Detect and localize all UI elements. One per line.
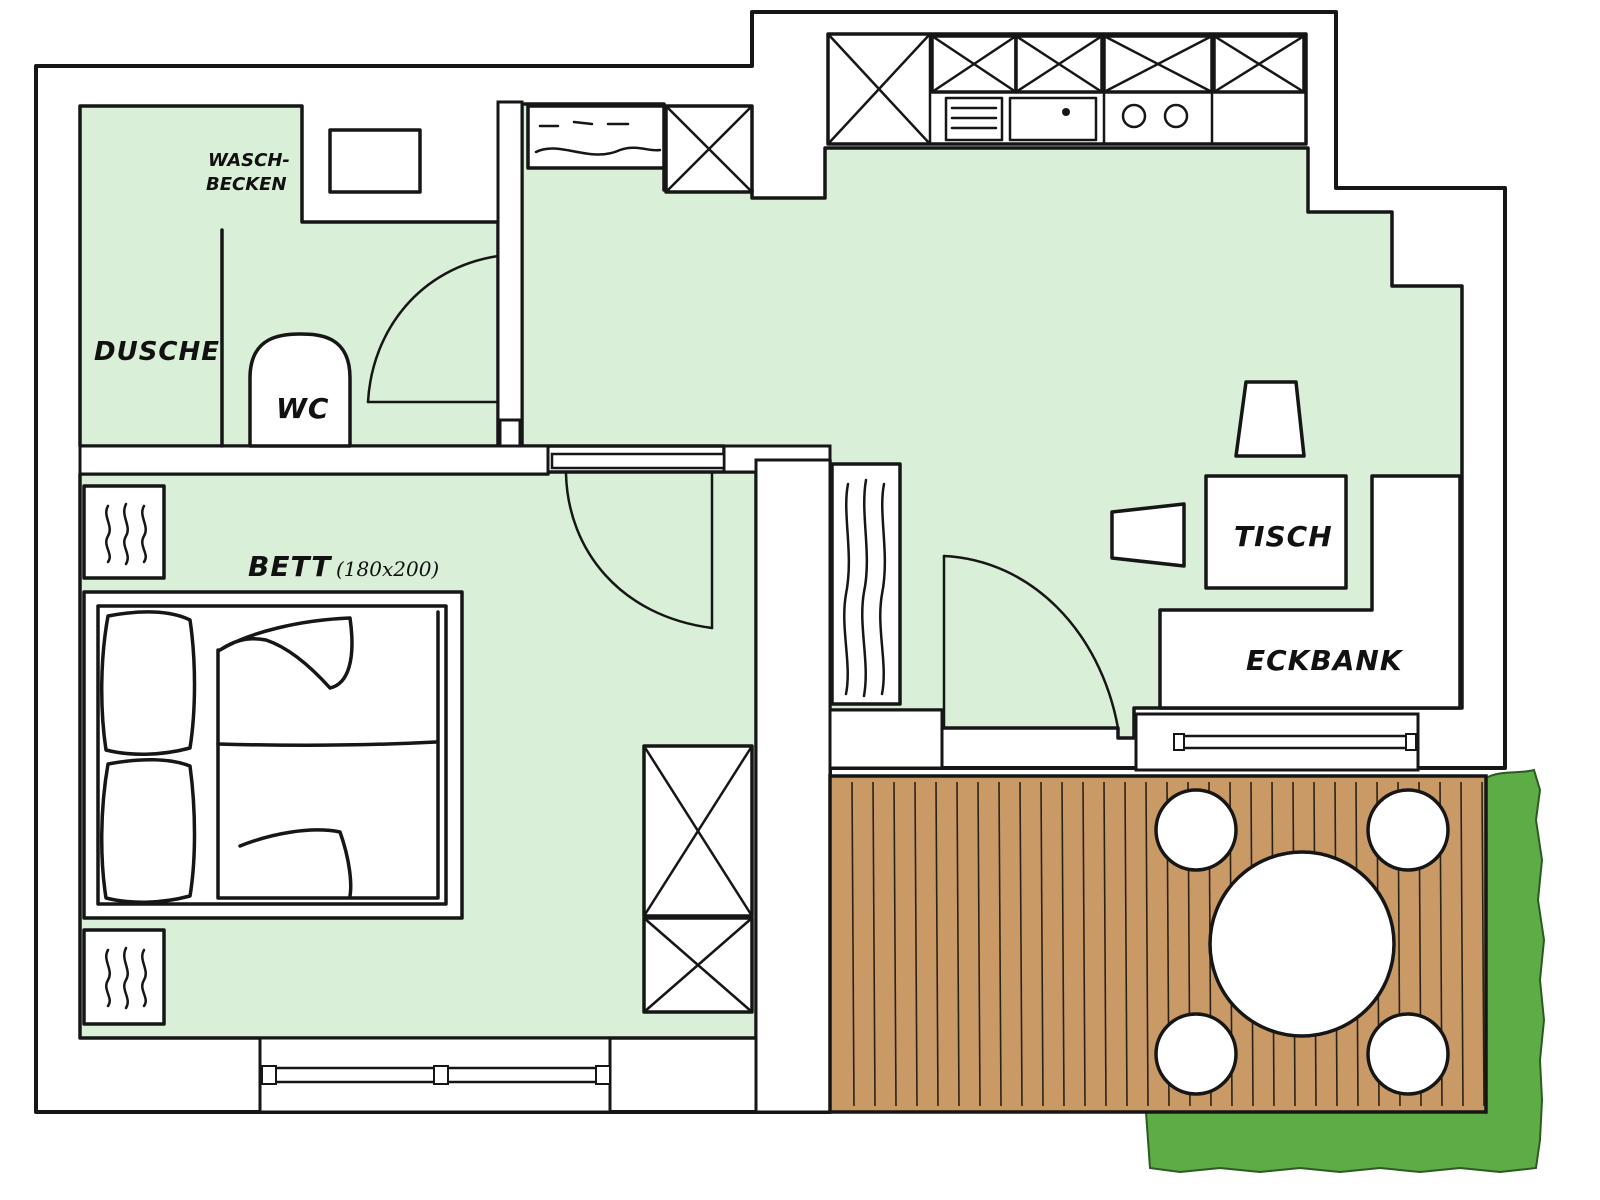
- chair-left: [1110, 502, 1186, 568]
- double-bed: [82, 590, 464, 920]
- door-frame-bath: [498, 418, 522, 448]
- wall-bed-right: [754, 458, 832, 1114]
- stool-bottom-left: [1154, 1012, 1238, 1096]
- bedroom-window: [258, 1036, 612, 1114]
- chair-top: [1234, 380, 1306, 458]
- wc-toilet: [248, 332, 352, 448]
- label-shower: DUSCHE: [94, 337, 220, 367]
- bathroom-door: [366, 254, 500, 404]
- terrace-furniture: [1154, 788, 1450, 1096]
- round-table: [1208, 850, 1396, 1038]
- wall-bath-bed: [78, 444, 550, 476]
- deck-plank: [1124, 781, 1128, 1107]
- bedroom-door: [550, 452, 726, 630]
- deck-plank: [872, 781, 876, 1107]
- sink-icon: [944, 96, 1098, 142]
- deck-plank: [1460, 781, 1464, 1107]
- label-washbasin-1: WASCH-: [208, 150, 290, 171]
- kitchen-shelf: [526, 104, 666, 170]
- pillow-bottom: [100, 758, 197, 904]
- deck-plank: [1481, 781, 1485, 1107]
- blanket: [218, 616, 354, 690]
- deck-plank: [1145, 781, 1149, 1107]
- terrace-door: [942, 554, 1120, 730]
- dining-table: [1204, 474, 1348, 590]
- deck-plank: [914, 781, 918, 1107]
- nightstand-top: [82, 484, 166, 580]
- label-table: TISCH: [1234, 520, 1333, 553]
- deck-plank: [998, 781, 1002, 1107]
- label-bed: BETT: [248, 550, 332, 583]
- stool-bottom-right: [1366, 1012, 1450, 1096]
- deck-plank: [893, 781, 897, 1107]
- deck-plank: [1040, 781, 1044, 1107]
- terrace-window: [1134, 712, 1420, 772]
- deck-plank: [851, 781, 855, 1107]
- pillow-top: [100, 610, 197, 756]
- stool-top-right: [1366, 788, 1450, 872]
- wardrobe: [642, 744, 754, 1014]
- deck-plank: [956, 781, 960, 1107]
- washbasin: [328, 128, 422, 194]
- deck-plank: [977, 781, 981, 1107]
- corner-bench: [1158, 474, 1462, 710]
- deck-plank: [1061, 781, 1065, 1107]
- deck-plank: [935, 781, 939, 1107]
- wall-entry-stub: [828, 708, 944, 770]
- stool-top-left: [1154, 788, 1238, 872]
- deck-plank: [1082, 781, 1086, 1107]
- deck-plank: [1019, 781, 1023, 1107]
- nightstand-bottom: [82, 928, 166, 1026]
- lawn: [1144, 768, 1546, 1174]
- label-washbasin-2: BECKEN: [206, 174, 287, 195]
- label-corner-bench: ECKBANK: [1246, 644, 1404, 677]
- counter-cabinets: [826, 32, 1306, 146]
- label-bed-size: (180x200): [336, 557, 439, 581]
- label-wc: WC: [276, 392, 329, 425]
- deck-plank: [1103, 781, 1107, 1107]
- toilet-icon: [248, 332, 352, 448]
- radiator-icon: [830, 462, 902, 706]
- wall-bath-living: [496, 100, 524, 448]
- stove-icon: [1121, 103, 1189, 129]
